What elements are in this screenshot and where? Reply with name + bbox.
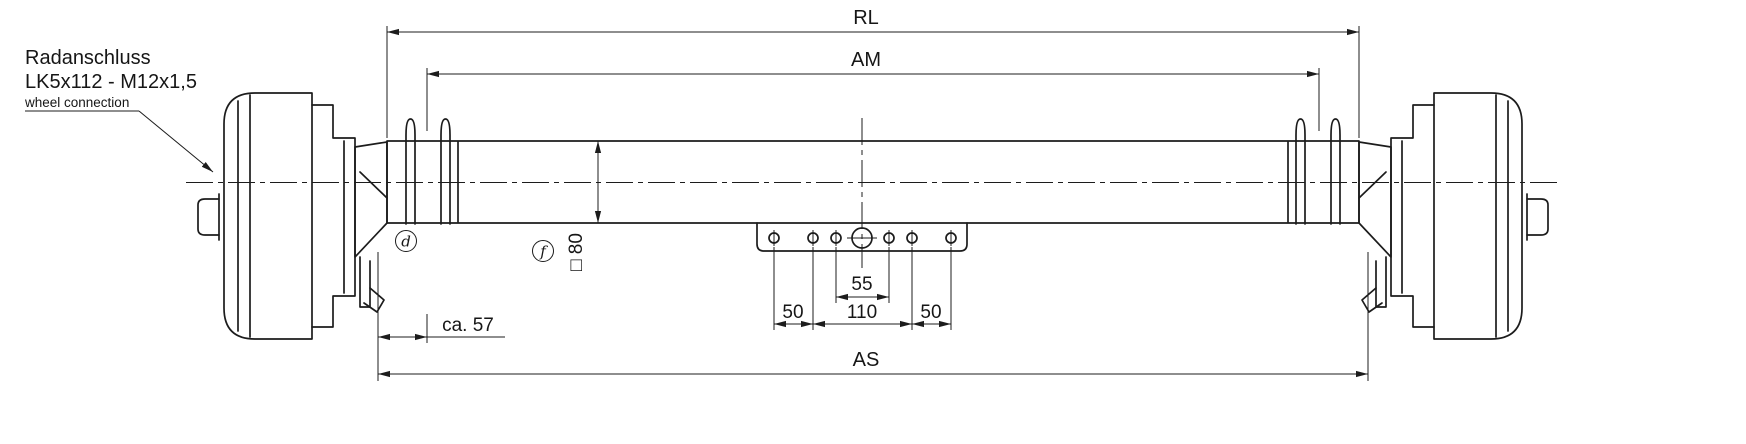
hole-center-ticks (773, 230, 952, 246)
dimension-50-right-label: 50 (920, 302, 941, 323)
hub-cap (197, 198, 220, 236)
u-bolt-2 (440, 118, 451, 225)
dimension-am-label: AM (851, 49, 881, 71)
dimension-55-label: 55 (851, 274, 872, 295)
dimension-square80-label: □ 80 (566, 233, 587, 271)
axle-end-right (1287, 92, 1549, 340)
dimension-50-left-label: 50 (782, 302, 803, 323)
dimension-rl (386, 26, 1360, 138)
dimension-as-label: AS (853, 349, 880, 371)
dimension-rl-label: RL (853, 7, 879, 29)
callout-line2: LK5x112 - M12x1,5 (25, 71, 197, 93)
callout-leader-line (138, 110, 214, 173)
brake-lever (363, 287, 385, 313)
dimension-ca57 (378, 314, 505, 343)
dimension-55 (835, 247, 890, 303)
balloon-f (532, 240, 554, 262)
axle-beam (386, 140, 1360, 224)
callout-line3: wheel connection (24, 95, 129, 110)
axle-end-left (197, 92, 459, 340)
dimension-50-110-50 (773, 247, 952, 330)
dimension-am (426, 68, 1320, 131)
dimension-110-label: 110 (847, 302, 877, 323)
dimension-as (377, 252, 1369, 381)
wheel-connection-callout: Radanschluss LK5x112 - M12x1,5 wheel con… (24, 47, 214, 173)
mounting-plate-outline (756, 222, 968, 252)
swing-arm (354, 141, 388, 258)
lower-bracket (359, 256, 371, 308)
axle-beam-tube (386, 140, 1360, 224)
dimension-ca57-label: ca. 57 (442, 315, 494, 336)
u-bolt-clamp-left (405, 118, 451, 225)
u-bolt-1 (405, 118, 416, 225)
balloon-d-label: d (401, 233, 411, 251)
brake-drum (223, 92, 313, 340)
balloon-f-label: f (539, 243, 548, 261)
balloon-d (395, 230, 417, 252)
backing-plate (311, 104, 356, 328)
swing-arm-line (359, 171, 388, 199)
wheel-assembly-left (197, 92, 388, 340)
callout-line1: Radanschluss (25, 47, 151, 69)
